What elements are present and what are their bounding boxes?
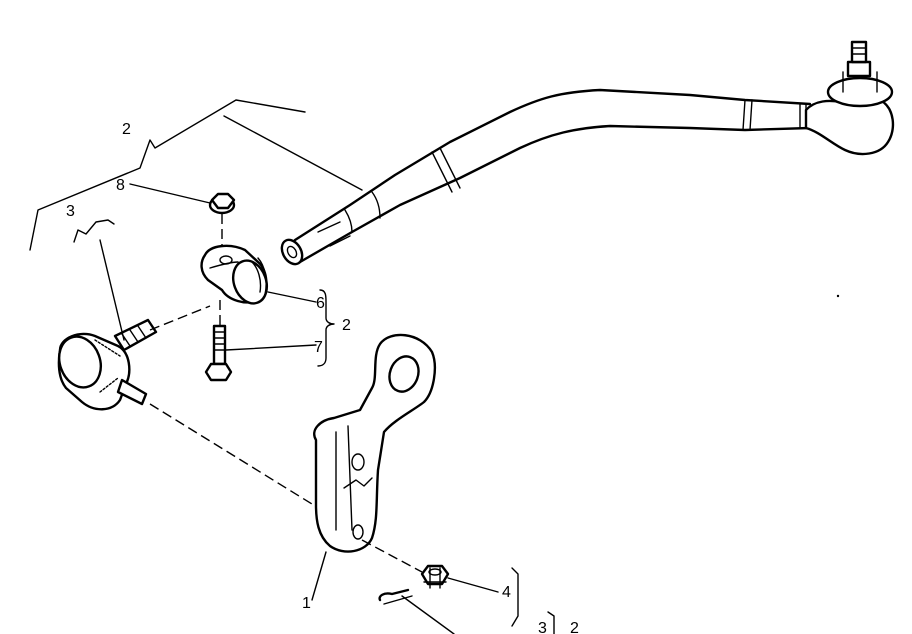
stabilizer-bar	[280, 88, 812, 266]
callout-2-right: 2	[342, 317, 351, 334]
assembly-line-lower	[149, 403, 313, 505]
callout-7: 7	[314, 339, 323, 356]
callout-2-bottom: 2	[570, 620, 579, 634]
leader-3-left	[99, 239, 125, 341]
upper-end-link	[804, 40, 895, 156]
lever-arm	[313, 333, 436, 553]
callout-3-left: 3	[66, 203, 75, 220]
bushing-clamp	[200, 192, 269, 382]
brace-4-3	[511, 567, 519, 627]
lower-ball-joint	[57, 318, 158, 411]
callout-4: 4	[502, 584, 511, 601]
speck	[836, 294, 840, 298]
callout-3-bottom: 3	[538, 620, 547, 634]
assembly-line-nut	[361, 539, 423, 573]
brace-3-2	[547, 611, 555, 634]
cotter-pin	[378, 588, 413, 605]
assembly-line-upper	[149, 305, 211, 331]
leader-4	[447, 577, 499, 593]
leader-1	[311, 551, 327, 601]
castle-nut	[420, 564, 450, 589]
brace-6-7	[317, 289, 335, 367]
leader-3-bottom	[401, 595, 455, 634]
callout-2-top: 2	[122, 121, 131, 138]
leader-6	[267, 291, 317, 303]
bracket-2-top	[29, 99, 363, 251]
leader-7	[225, 344, 317, 351]
callout-1: 1	[302, 595, 311, 612]
bracket-3-left	[73, 219, 115, 243]
leader-8	[129, 183, 211, 204]
callout-8: 8	[116, 177, 125, 194]
callout-6: 6	[316, 295, 325, 312]
